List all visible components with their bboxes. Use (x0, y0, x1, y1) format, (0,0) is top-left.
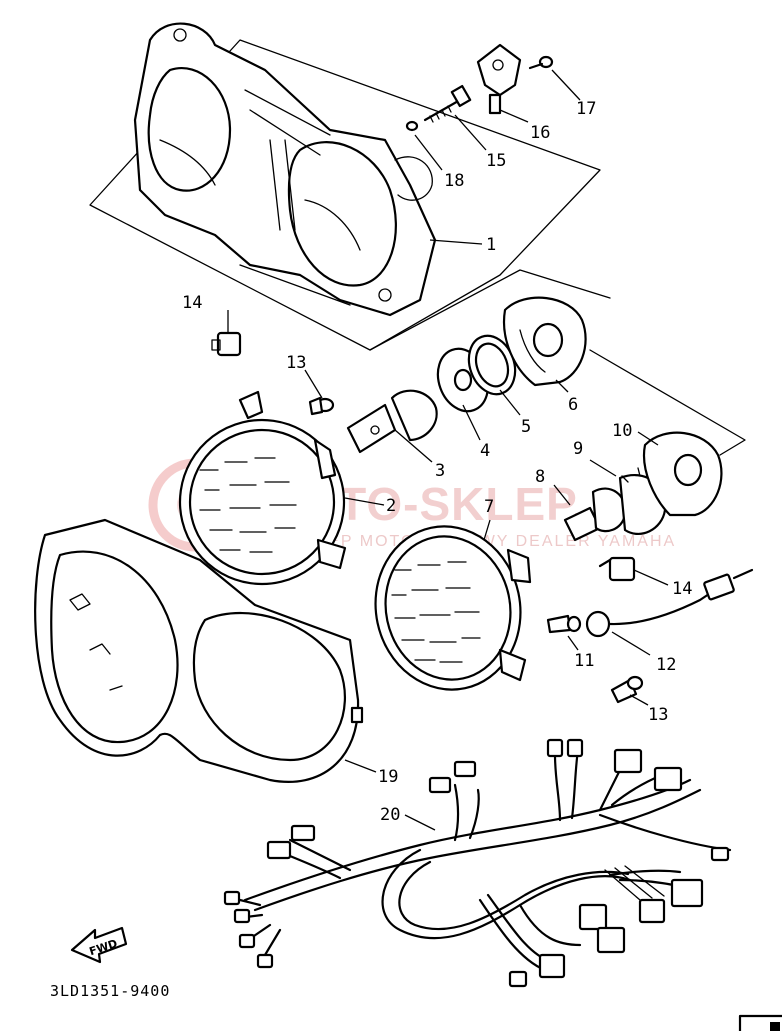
corner-mark (738, 1014, 782, 1031)
wedge-bulb-11 (546, 614, 582, 634)
label-part-17: 17 (576, 99, 596, 119)
label-part-14-upper: 14 (182, 293, 202, 313)
socket-12 (585, 568, 754, 638)
leader-lines (227, 69, 669, 831)
bulb-8 (563, 487, 627, 542)
headlight-housing (133, 22, 437, 317)
label-part-6: 6 (568, 395, 578, 415)
label-part-13-lower: 13 (648, 705, 668, 725)
label-part-1: 1 (486, 235, 496, 255)
label-part-14-lower: 14 (672, 579, 692, 599)
label-part-15: 15 (486, 151, 506, 171)
label-part-13-upper: 13 (286, 353, 306, 373)
corner-block (770, 1022, 780, 1031)
label-part-19: 19 (378, 767, 398, 787)
label-part-7: 7 (484, 497, 494, 517)
label-part-3: 3 (435, 461, 445, 481)
wire-harness-20 (223, 738, 732, 988)
label-part-8: 8 (535, 467, 545, 487)
part-labels: 1 2 3 4 5 6 7 8 9 10 11 12 13 13 14 14 1… (182, 99, 692, 825)
headlight-bezel-19 (34, 518, 364, 783)
halogen-bulb-3 (346, 389, 438, 454)
screw-17 (528, 55, 554, 70)
label-part-10: 10 (612, 421, 632, 441)
label-part-20: 20 (380, 805, 400, 825)
bulb-13-lower (610, 675, 644, 704)
rear-cover-6 (502, 296, 587, 387)
fwd-arrow-icon: FWD (70, 926, 128, 964)
diagram-code: 3LD1351-9400 (50, 982, 170, 1000)
label-part-4: 4 (480, 441, 490, 461)
adjust-screw-15 (423, 84, 472, 123)
rear-cover-10 (642, 431, 723, 517)
label-part-16: 16 (530, 123, 550, 143)
headlight-unit-right (374, 525, 532, 691)
label-part-9: 9 (573, 439, 583, 459)
o-ring-18 (405, 120, 419, 132)
bracket-16 (476, 43, 522, 115)
headlight-unit-left (178, 390, 347, 586)
label-part-11: 11 (574, 651, 594, 671)
label-part-18: 18 (444, 171, 464, 191)
bulb-13-upper (308, 396, 335, 416)
label-part-5: 5 (521, 417, 531, 437)
socket-14-lower (598, 556, 636, 582)
label-part-12: 12 (656, 655, 676, 675)
socket-14-upper (211, 331, 242, 357)
label-part-2: 2 (386, 496, 396, 516)
